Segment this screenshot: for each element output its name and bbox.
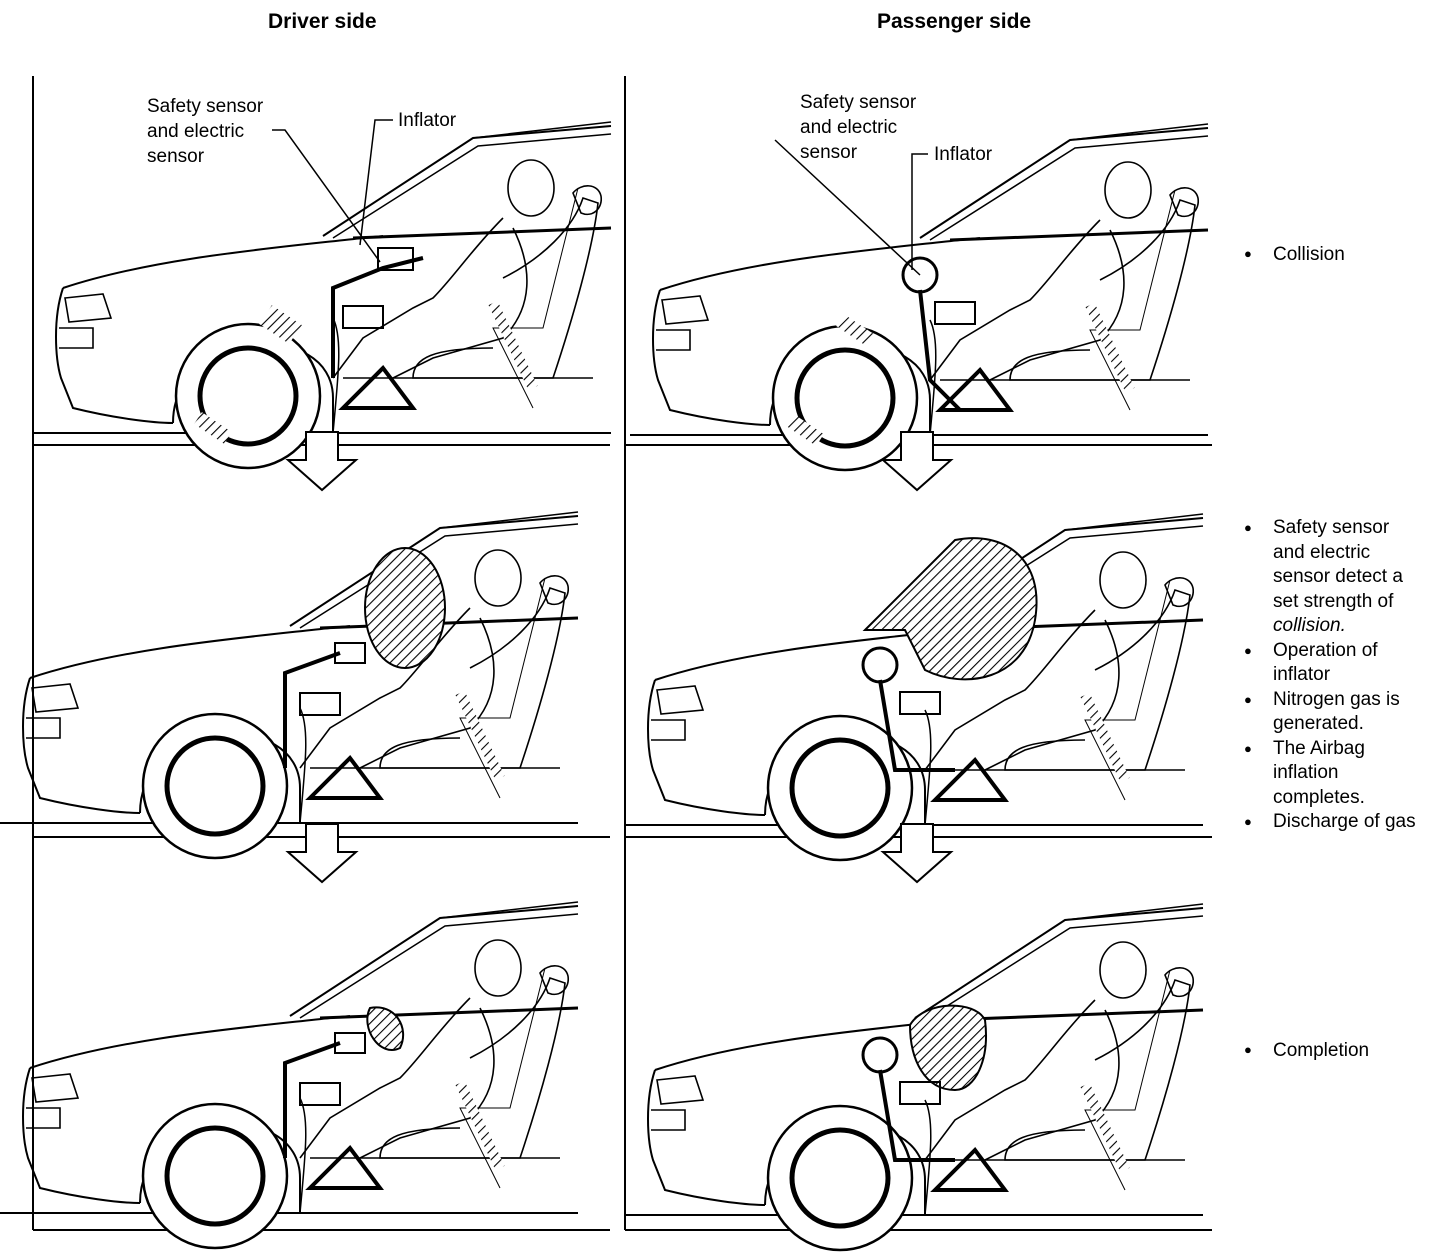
passenger-airbag-deflated-icon [908, 1004, 987, 1092]
driver-airbag-inflated-icon [364, 547, 446, 669]
step-list-inflation: Safety sensor and electric sensor detect… [1244, 516, 1416, 835]
step-completion: ●Completion [1244, 1037, 1369, 1063]
driver-airbag-deflated-icon [366, 1006, 405, 1051]
step-gas-discharge: Discharge of gas [1244, 810, 1416, 835]
step-airbag-inflation-complete: The Airbag inflation completes. [1244, 737, 1416, 811]
down-arrow-icon [880, 431, 954, 492]
driver-inflator-label: Inflator [398, 110, 457, 131]
bullet-icon: ● [1244, 1042, 1252, 1057]
step-nitrogen-generated: Nitrogen gas is generated. [1244, 688, 1416, 737]
passenger-sensor-label: Safety sensor and electric sensor [800, 92, 917, 163]
passenger-panel-inflation [625, 514, 1203, 860]
driver-panel-collision [33, 122, 611, 468]
bullet-icon: ● [1244, 246, 1252, 261]
step-collision: ●Collision [1244, 241, 1345, 267]
driver-panel-inflation [0, 512, 578, 858]
step-inflator-operation: Operation of inflator [1244, 639, 1416, 688]
driver-side-title: Driver side [268, 10, 377, 33]
down-arrow-icon [285, 431, 359, 492]
passenger-airbag-inflated-icon [862, 537, 1038, 681]
step-sensor-detect: Safety sensor and electric sensor detect… [1244, 516, 1416, 639]
passenger-side-title: Passenger side [877, 10, 1032, 33]
passenger-inflator-label: Inflator [934, 144, 993, 165]
driver-inflator-leader [359, 119, 393, 246]
passenger-sensor-leader [774, 139, 921, 276]
passenger-panel-collision [630, 124, 1208, 470]
driver-panel-completion [0, 902, 578, 1248]
down-arrow-icon [880, 823, 954, 884]
down-arrow-icon [285, 823, 359, 884]
driver-sensor-leader [272, 129, 381, 263]
driver-sensor-label: Safety sensor and electric sensor [147, 96, 264, 167]
passenger-inflator-leader [911, 153, 928, 270]
driver-column-frame [32, 76, 610, 1231]
passenger-panel-completion [625, 904, 1203, 1250]
